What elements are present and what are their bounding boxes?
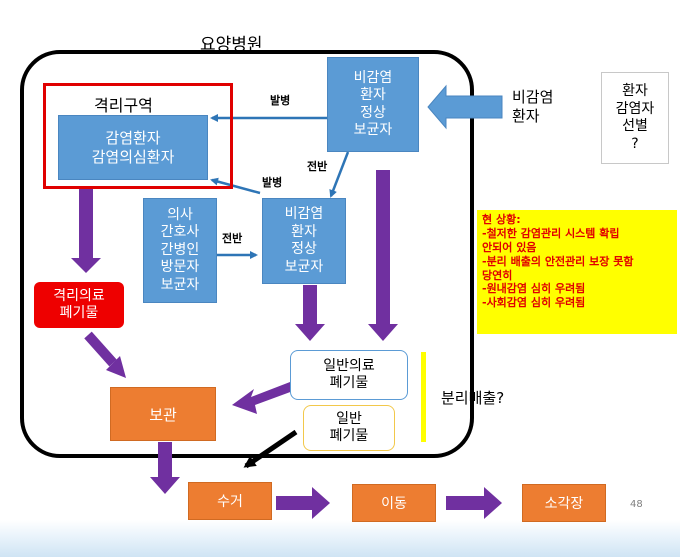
current-status-title: 현 상황: <box>482 213 521 226</box>
arrow-general-to-storage <box>232 382 293 414</box>
transport-box: 이동 <box>352 484 436 522</box>
noninfected-mid-box: 비감염 환자 정상 보균자 <box>262 198 346 284</box>
isolation-waste-box: 격리의료 폐기물 <box>34 282 124 328</box>
patient-screening-box: 환자 감염자 선별 ? <box>601 72 669 164</box>
label-spread-1: 전반 <box>307 160 328 173</box>
arrow-top-to-general <box>368 170 398 341</box>
arrow-waste-to-storage <box>84 331 117 367</box>
noninfected-top-box: 비감염 환자 정상 보균자 <box>327 57 419 152</box>
arrow-collection-to-transport <box>276 487 330 519</box>
incineration-box: 소각장 <box>522 484 606 522</box>
arrow-general-to-collection <box>243 429 298 469</box>
arrow-spread-top <box>329 151 350 198</box>
current-status-line: -사회감염 심히 우려됨 <box>482 296 586 310</box>
separate-discharge-bar <box>421 352 426 442</box>
separate-discharge-label: 분리배출? <box>441 389 505 407</box>
general-medical-waste-box: 일반의료 폐기물 <box>290 350 408 400</box>
arrow-waste-to-storage-head <box>106 356 126 378</box>
page-number: 48 <box>630 499 643 510</box>
hospital-label: 요양병원 <box>200 35 263 55</box>
label-onset-2: 발병 <box>262 176 283 189</box>
current-status-line: -철저한 감염관리 시스템 확립 안되어 있음 <box>482 227 620 255</box>
infected-patients-box: 감염환자 감염의심환자 <box>58 115 208 180</box>
arrow-transport-to-incinerator <box>446 487 502 519</box>
current-status-line: -원내감염 심히 우려됨 <box>482 282 586 296</box>
staff-box: 의사 간호사 간병인 방문자 보균자 <box>143 198 217 303</box>
label-spread-2: 전반 <box>222 232 243 245</box>
collection-box: 수거 <box>188 482 272 520</box>
isolation-area-title: 격리구역 <box>94 96 153 115</box>
isolation-area <box>43 83 233 189</box>
general-waste-box: 일반 폐기물 <box>303 405 395 451</box>
arrow-onset-mid <box>210 177 261 195</box>
storage-box: 보관 <box>110 387 216 441</box>
arrow-entry <box>427 84 503 130</box>
bottom-decoration <box>0 520 680 557</box>
outside-noninfected-label: 비감염 환자 <box>512 88 554 125</box>
current-status-box: 현 상황: -철저한 감염관리 시스템 확립 안되어 있음 -분리 배출의 안전… <box>477 210 677 334</box>
arrow-isolation-to-waste <box>71 188 101 273</box>
current-status-line: -분리 배출의 안전관리 보장 못함 당연히 <box>482 254 634 282</box>
arrow-storage-to-collection <box>150 442 180 494</box>
label-onset-1: 발병 <box>270 94 291 107</box>
arrow-mid-to-general <box>295 285 325 341</box>
